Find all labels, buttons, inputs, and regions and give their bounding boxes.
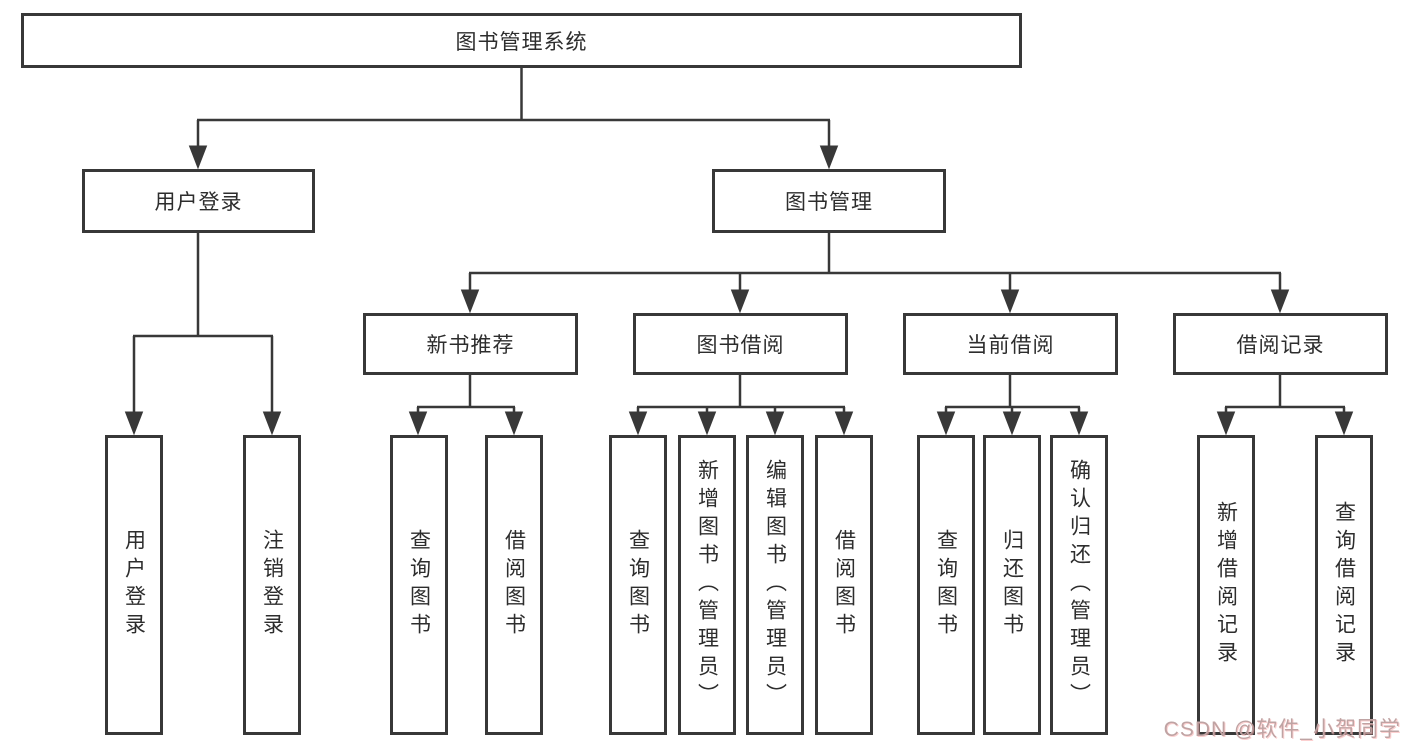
leaf-return-books: 归还图书 bbox=[983, 435, 1041, 735]
leaf-edit-book-admin: 编辑图书（管理员） bbox=[746, 435, 804, 735]
leaf-user-login-label: 用户登录 bbox=[122, 529, 146, 641]
node-borrowing-records: 借阅记录 bbox=[1173, 313, 1388, 375]
leaf-return-books-label: 归还图书 bbox=[1000, 529, 1024, 641]
csdn-watermark: CSDN @软件_小贺同学 bbox=[1163, 718, 1401, 741]
leaf-add-borrow-record: 新增借阅记录 bbox=[1197, 435, 1255, 735]
leaf-borrow-books-recommend: 借阅图书 bbox=[485, 435, 543, 735]
leaf-query-books-borrowing-label: 查询图书 bbox=[626, 529, 650, 641]
node-new-book-recommend: 新书推荐 bbox=[363, 313, 578, 375]
leaf-add-book-admin-label: 新增图书（管理员） bbox=[695, 459, 719, 711]
leaf-confirm-return-admin: 确认归还（管理员） bbox=[1050, 435, 1108, 735]
leaf-query-books-recommend: 查询图书 bbox=[390, 435, 448, 735]
leaf-query-books-current-label: 查询图书 bbox=[934, 529, 958, 641]
leaf-query-books-borrowing: 查询图书 bbox=[609, 435, 667, 735]
leaf-add-book-admin: 新增图书（管理员） bbox=[678, 435, 736, 735]
leaf-query-books-current: 查询图书 bbox=[917, 435, 975, 735]
leaf-borrow-books-label: 借阅图书 bbox=[832, 529, 856, 641]
leaf-edit-book-admin-label: 编辑图书（管理员） bbox=[763, 459, 787, 711]
leaf-query-borrow-record-label: 查询借阅记录 bbox=[1332, 501, 1356, 669]
node-root: 图书管理系统 bbox=[21, 13, 1022, 68]
leaf-borrow-books-recommend-label: 借阅图书 bbox=[502, 529, 526, 641]
leaf-logout-label: 注销登录 bbox=[260, 529, 284, 641]
leaf-add-borrow-record-label: 新增借阅记录 bbox=[1214, 501, 1238, 669]
node-book-management: 图书管理 bbox=[712, 169, 946, 233]
leaf-borrow-books: 借阅图书 bbox=[815, 435, 873, 735]
leaf-query-borrow-record: 查询借阅记录 bbox=[1315, 435, 1373, 735]
leaf-confirm-return-admin-label: 确认归还（管理员） bbox=[1067, 459, 1091, 711]
leaf-user-login: 用户登录 bbox=[105, 435, 163, 735]
leaf-logout: 注销登录 bbox=[243, 435, 301, 735]
node-book-borrowing: 图书借阅 bbox=[633, 313, 848, 375]
leaf-query-books-recommend-label: 查询图书 bbox=[407, 529, 431, 641]
node-user-login: 用户登录 bbox=[82, 169, 315, 233]
node-current-borrowing: 当前借阅 bbox=[903, 313, 1118, 375]
